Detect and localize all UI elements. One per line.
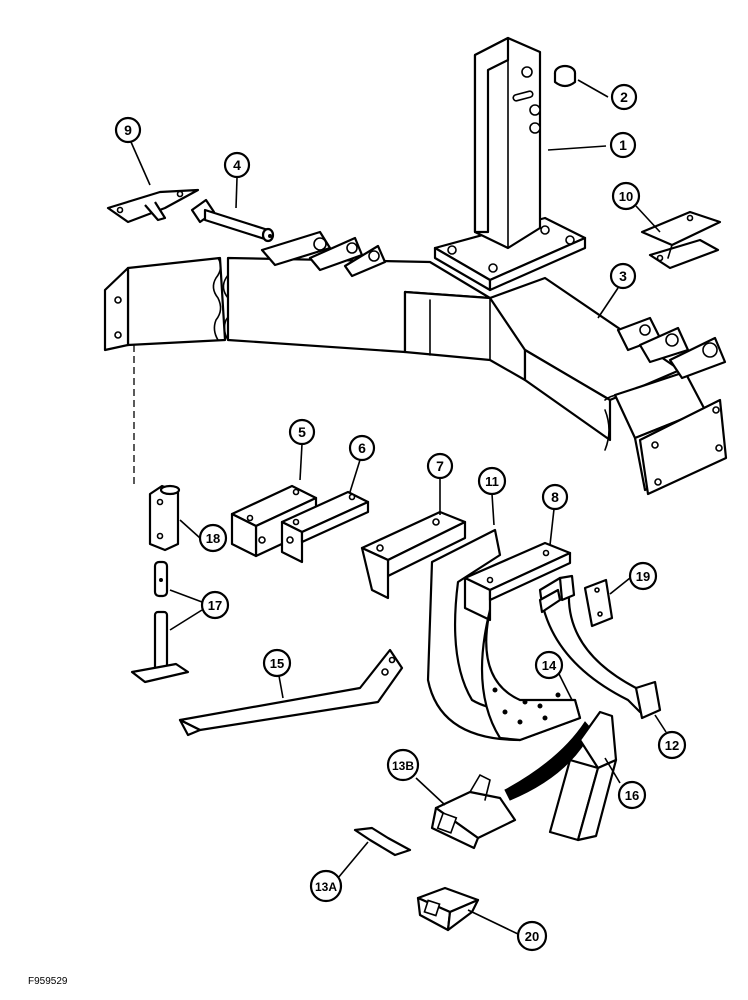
bracket-part-6 [280, 490, 370, 564]
callout-label-17: 17 [208, 598, 222, 613]
callout-circle-19 [628, 561, 658, 591]
callout-circle-15 [262, 648, 292, 678]
callout-label-13a: 13A [315, 880, 337, 894]
sweep-part-15 [178, 648, 404, 737]
callout-circle-6 [348, 434, 376, 462]
callout-label-12: 12 [665, 738, 679, 753]
callout-label-6: 6 [358, 440, 366, 456]
callout-circle-13b [386, 748, 420, 782]
callout-circle-8 [541, 483, 569, 511]
frame-assembly [103, 216, 728, 496]
callout-label-15: 15 [270, 656, 284, 671]
callout-circle-12 [657, 730, 687, 760]
tip-part-13a [353, 826, 412, 857]
point-part-13b [430, 773, 517, 850]
callout-label-7: 7 [436, 458, 444, 474]
bracket-part-8 [463, 541, 572, 622]
callout-label-20: 20 [525, 929, 539, 944]
mast-part-1 [473, 36, 542, 250]
plate-part-9 [106, 188, 200, 224]
spring-shank-part-12 [538, 574, 662, 720]
callout-circle-13a [309, 869, 343, 903]
callout-circle-20 [516, 920, 548, 952]
callout-circle-18 [198, 523, 228, 553]
callout-circle-2 [610, 83, 638, 111]
frame-left-endplate [103, 266, 130, 352]
callout-label-11: 11 [485, 474, 499, 489]
callout-label-14: 14 [542, 658, 557, 673]
callout-circle-9 [114, 116, 142, 144]
callout-circle-14 [534, 650, 564, 680]
callout-label-5: 5 [298, 424, 306, 440]
holder-part-16 [548, 710, 618, 842]
frame-left-bar [126, 256, 227, 347]
callout-circle-4 [223, 151, 251, 179]
pin-part-4 [190, 198, 275, 243]
sleeve-part-18 [148, 484, 181, 552]
callout-label-19: 19 [636, 569, 650, 584]
callout-label-8: 8 [551, 489, 559, 505]
callouts: 1 2 3 4 5 6 7 8 9 10 11 12 [114, 79, 687, 952]
callout-label-9: 9 [124, 122, 132, 138]
bracket-part-7 [360, 510, 467, 600]
point-part-20 [416, 886, 480, 932]
figure-code: F959529 [28, 976, 68, 987]
frame-right-endplate [638, 398, 728, 496]
callout-circle-1 [609, 131, 637, 159]
callout-circle-7 [426, 452, 454, 480]
callout-label-4: 4 [233, 157, 241, 173]
callout-circle-5 [288, 418, 316, 446]
callout-circle-3 [609, 262, 637, 290]
callout-circle-16 [617, 780, 647, 810]
callout-label-16: 16 [625, 788, 639, 803]
callout-circle-17 [200, 590, 230, 620]
callout-circle-11 [477, 466, 507, 496]
pin-part-17 [130, 560, 190, 684]
callout-label-3: 3 [619, 268, 627, 284]
callout-label-13b: 13B [392, 759, 414, 773]
callout-label-18: 18 [206, 531, 220, 546]
callout-label-1: 1 [619, 137, 627, 153]
callout-label-10: 10 [619, 189, 633, 204]
plate-part-10 [640, 210, 722, 270]
bushing-part-2 [553, 64, 577, 88]
callout-label-2: 2 [620, 89, 628, 105]
plate-part-19 [583, 578, 614, 628]
callout-circle-10 [611, 181, 641, 211]
shank-part-11 [426, 528, 582, 742]
